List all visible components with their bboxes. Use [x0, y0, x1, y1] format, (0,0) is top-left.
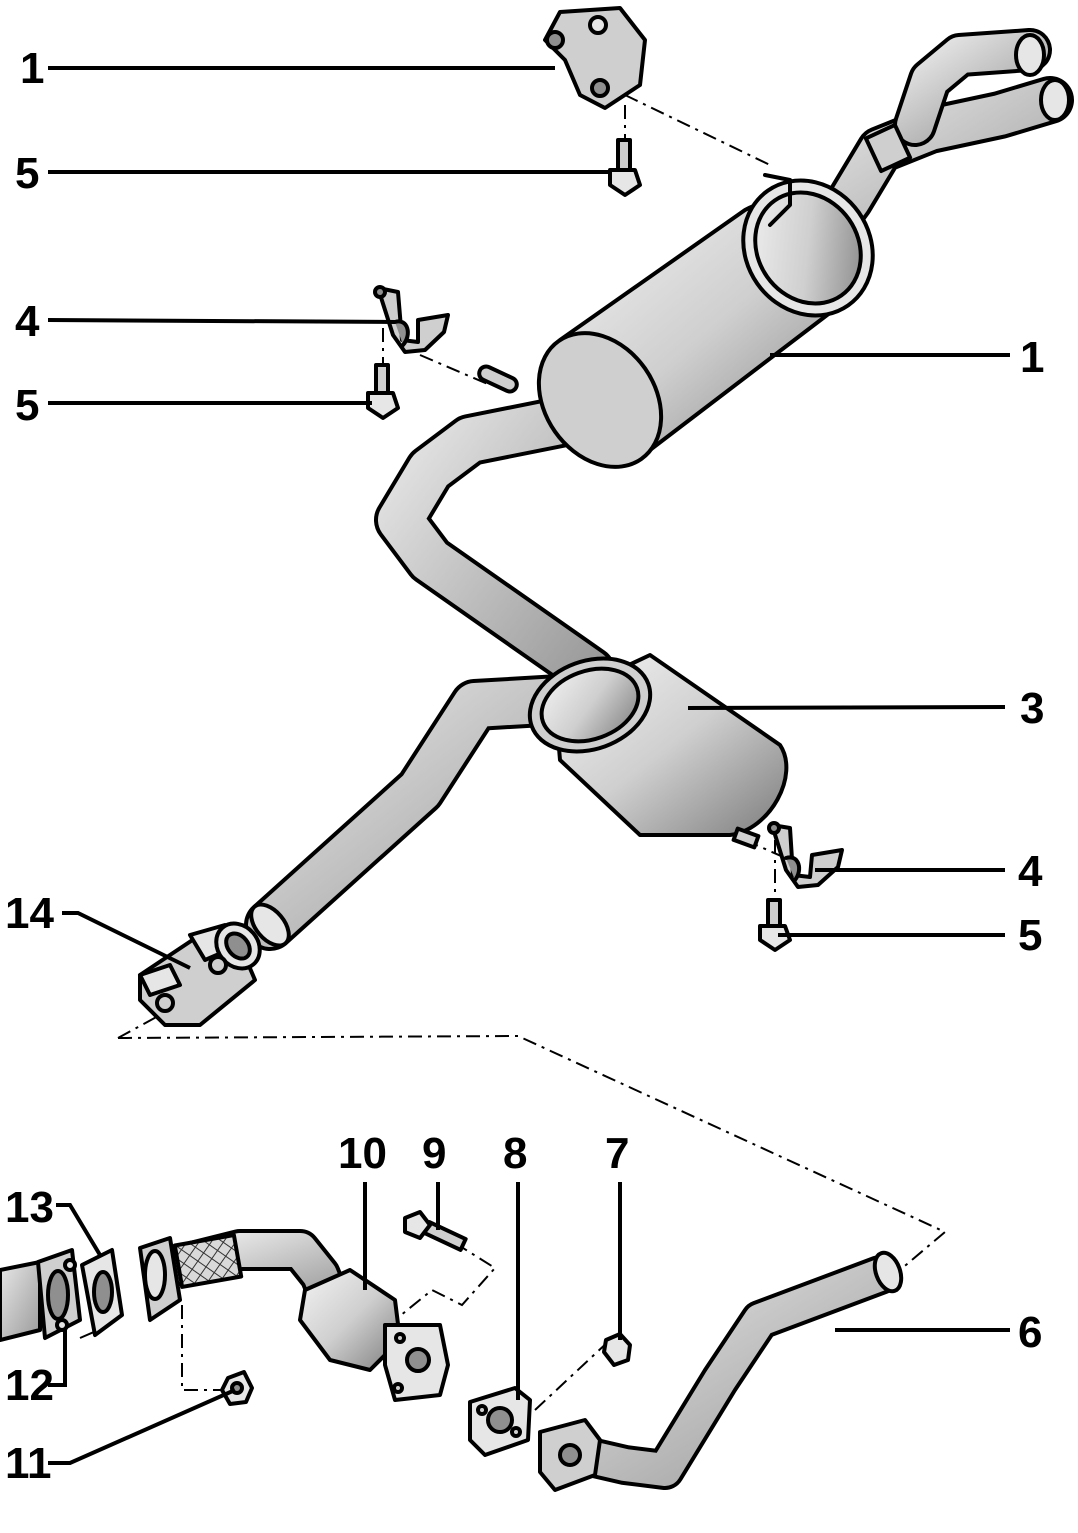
exhaust-gasket: [80, 1248, 124, 1337]
resonator: [527, 653, 789, 850]
pipe-hanger-clamp-left: [373, 285, 450, 354]
callout-4-right: 4: [1018, 847, 1043, 896]
bolt-9: [403, 1210, 468, 1252]
callout-3: 3: [1020, 684, 1044, 733]
exhaust-manifold-flange: [0, 1248, 82, 1342]
main-muffler: [477, 173, 875, 469]
callout-8: 8: [503, 1129, 527, 1178]
callout-5-top: 5: [15, 149, 39, 198]
callout-12: 12: [5, 1361, 54, 1410]
callout-4-left: 4: [15, 297, 40, 346]
nut-11: [220, 1370, 254, 1406]
bolt-left: [366, 363, 400, 420]
callout-labels: 1 5 4 5 1 3 4 5 14 10 9 8 7 13 12 11 6: [5, 44, 1044, 1488]
callout-1-top: 1: [20, 44, 44, 93]
down-pipe: [538, 1250, 904, 1492]
callout-7: 7: [605, 1129, 629, 1178]
callout-6: 6: [1018, 1308, 1042, 1357]
callout-1-right: 1: [1020, 333, 1044, 382]
callout-13: 13: [5, 1183, 54, 1232]
nut-7: [602, 1332, 632, 1367]
callout-9: 9: [422, 1129, 446, 1178]
rubber-mount-bracket: [543, 6, 647, 110]
front-pipe-with-catalyst: [138, 1229, 450, 1402]
leader-lines: [47, 66, 1010, 1465]
callout-10: 10: [338, 1129, 387, 1178]
intermediate-pipe: [244, 394, 616, 951]
pipe-clamp: [138, 921, 262, 1027]
callout-5-right: 5: [1018, 911, 1042, 960]
callout-14: 14: [5, 889, 54, 938]
bolt-top: [608, 138, 642, 197]
flange-gasket: [468, 1386, 532, 1457]
bolt-right: [758, 898, 792, 952]
callout-5-left: 5: [15, 381, 39, 430]
pipe-hanger-clamp-right: [767, 821, 844, 889]
callout-11: 11: [5, 1439, 52, 1488]
